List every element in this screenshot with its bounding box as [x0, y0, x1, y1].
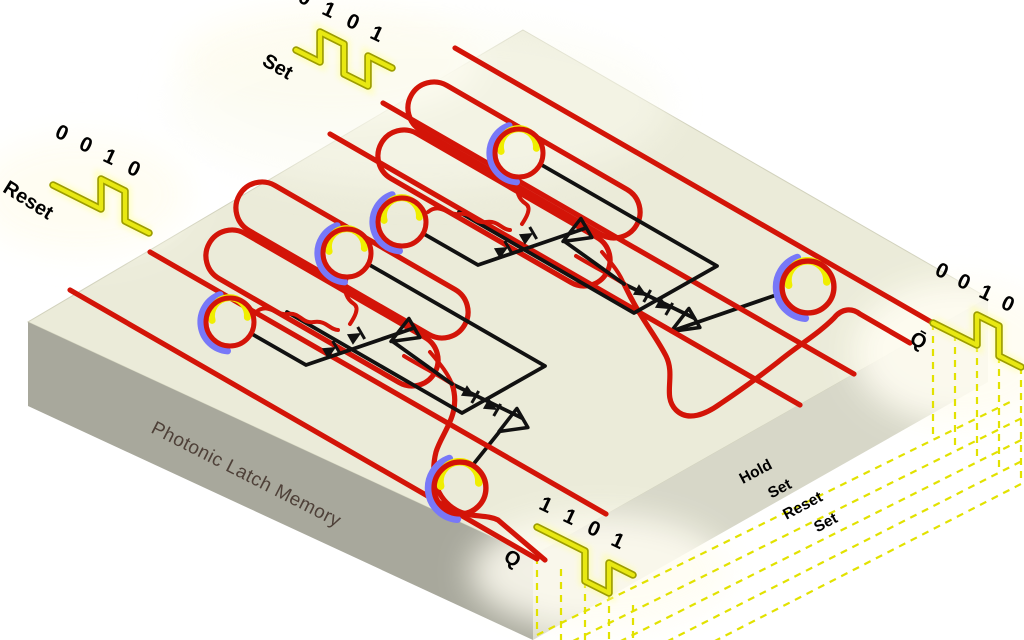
control-line-to-q-ring: [470, 429, 502, 468]
timing-gridlines: [535, 323, 1024, 640]
chip-left-face: [28, 322, 533, 640]
waveguide-wrap-to-qbar-ring: [621, 281, 913, 419]
waveguide-bus-set: [452, 45, 936, 326]
glow-halos: [0, 7, 1024, 630]
chip: [26, 29, 990, 640]
waveguide-bus-3: [327, 131, 803, 408]
bit-digit: 0: [295, 0, 315, 11]
timing-diagonal-dash: [667, 458, 1024, 640]
timing-diagonal-dash: [572, 415, 1024, 640]
timing-diagonal-dash: [536, 400, 1013, 636]
timing-diagonal-dash: [620, 437, 1024, 640]
control-line-to-qbar-ring: [670, 291, 784, 333]
timing-diagonal-dash: [714, 481, 1024, 640]
